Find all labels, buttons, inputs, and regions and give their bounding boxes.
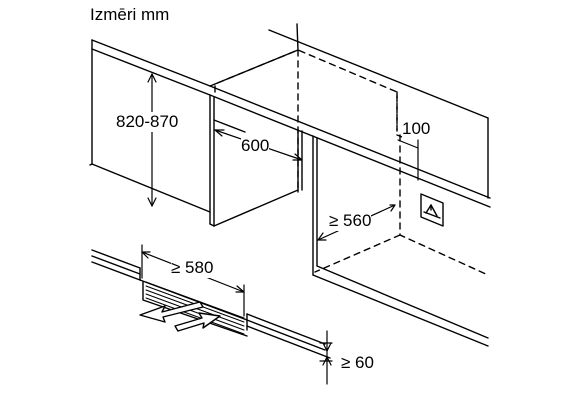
niche-hidden-lines (214, 49, 489, 276)
dimension-side-gap (397, 139, 419, 181)
label-vent-height: ≥ 60 (341, 353, 374, 373)
label-depth: 600 (241, 136, 270, 156)
socket-icon (420, 193, 444, 227)
page-title: Izmēri mm (90, 5, 170, 24)
label-inner-depth: ≥ 560 (329, 211, 372, 231)
dimension-height (147, 73, 157, 207)
rear-wall (297, 129, 303, 193)
label-vent-width: ≥ 580 (171, 258, 214, 278)
right-cabinet (312, 135, 489, 347)
airflow-out-arrow-icon (139, 301, 204, 323)
label-side-gap: 100 (402, 119, 431, 139)
airflow-in-arrow-icon (174, 312, 221, 332)
label-height-range: 820-870 (116, 112, 179, 132)
left-cabinet (89, 48, 299, 227)
worktop (91, 23, 491, 208)
dimension-vent-height (319, 330, 333, 385)
